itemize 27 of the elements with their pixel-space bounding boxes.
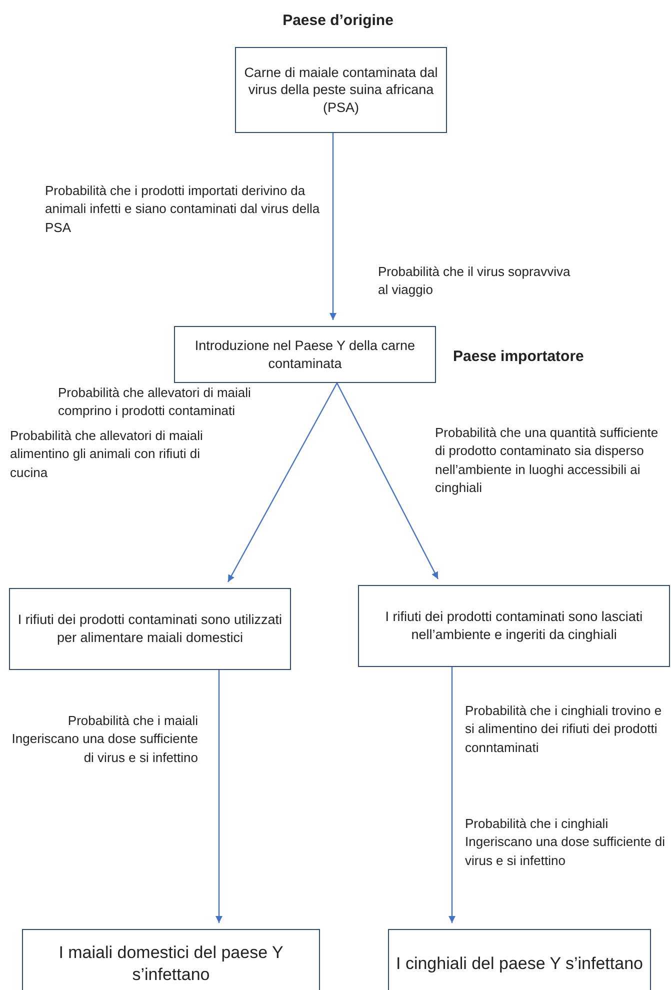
probability-note: Probabilità che i cinghiali Ingeriscano una dose sufficiente di virus e si infettino xyxy=(465,815,666,870)
box-text: I maiali domestici del paese Y s’infettano xyxy=(58,942,284,986)
probability-note: Probabilità che allevatori di maiali alimentino gli animali con rifiuti di cucina xyxy=(10,427,204,482)
probability-note: Probabilità che una quantità sufficiente di prodotto contaminato sia disperso nell’ambiente in luoghi accessibili ai cinghiali xyxy=(435,424,660,498)
process-box xyxy=(9,588,291,670)
arrow xyxy=(336,382,439,580)
region-heading: Paese importatore xyxy=(453,347,585,367)
process-box xyxy=(235,47,447,133)
arrow xyxy=(216,670,222,923)
probability-note: Probabilità che i maiali Ingeriscano una dose sufficiente di virus e si infettino xyxy=(10,712,198,767)
process-box xyxy=(388,929,651,990)
region-heading: Paese d’origine xyxy=(282,11,394,31)
box-text: I rifiuti dei prodotti contaminati sono utilizzati per alimentare maiali domestici xyxy=(16,611,284,647)
probability-note: Probabilità che il virus sopravviva al viaggio xyxy=(378,263,572,300)
box-text: I rifiuti dei prodotti contaminati sono lasciati nell’ambiente e ingeriti da cinghiali xyxy=(384,608,644,644)
arrow xyxy=(330,133,336,320)
probability-note: Probabilità che allevatori di maiali comprino i prodotti contaminati xyxy=(58,384,252,420)
box-text: Introduzione nel Paese Y della carne contaminata xyxy=(194,336,416,372)
box-text: I cinghiali del paese Y s’infettano xyxy=(396,952,643,975)
process-box xyxy=(174,326,436,383)
box-text: Carne di maiale contaminata dal virus della peste suina africana (PSA) xyxy=(243,64,439,116)
probability-note: Probabilità che i prodotti importati derivino da animali infetti e siano contaminati dal virus della PSA xyxy=(45,182,321,237)
probability-note: Probabilità che i cinghiali trovino e si alimentino dei rifiuti dei prodotti conntaminati xyxy=(465,702,663,757)
process-box xyxy=(22,929,320,990)
arrow xyxy=(227,382,338,582)
arrow xyxy=(448,667,456,923)
process-box xyxy=(358,585,670,667)
